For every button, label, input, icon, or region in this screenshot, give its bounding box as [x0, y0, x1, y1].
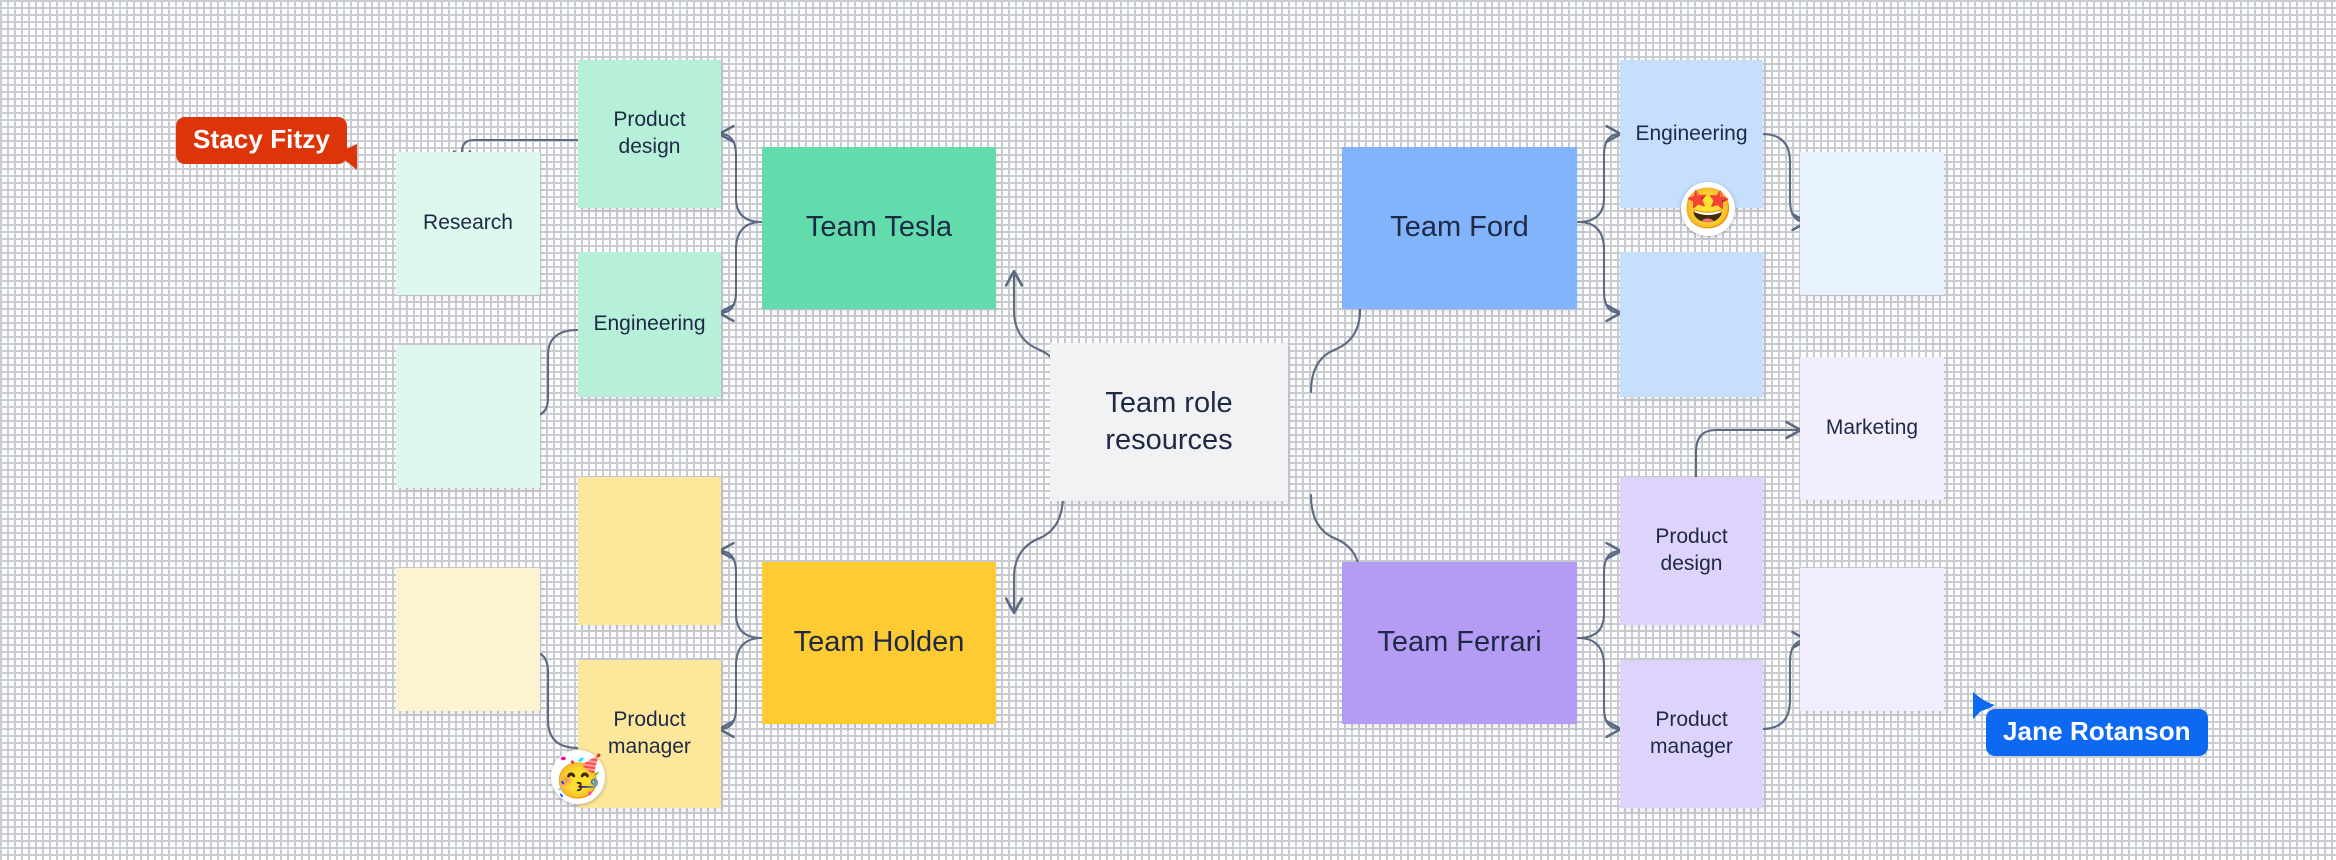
hub-card-team-role-resources[interactable]: Team role resources — [1050, 343, 1288, 501]
grid-line-vertical — [2217, 0, 2218, 860]
sticky-note-holden-blank-left[interactable] — [396, 568, 540, 711]
edge-holden-to-blanktop — [717, 541, 764, 640]
edge-ford-to-engineering — [1576, 124, 1623, 224]
edge-hub-to-holden — [1004, 493, 1065, 615]
partying-face-emoji[interactable]: 🥳 — [551, 750, 605, 804]
edge-tesla-to-design — [717, 124, 764, 224]
edge-tesla-to-engineering — [717, 220, 764, 323]
sticky-note-ford-engineering[interactable]: Engineering — [1620, 60, 1763, 208]
sticky-note-ferrari-product-design[interactable]: Product design — [1620, 477, 1763, 625]
grid-line-vertical — [1529, 0, 1530, 860]
edge-ferrari-to-manager — [1576, 636, 1623, 739]
cursor-pointer-icon — [332, 144, 357, 170]
sticky-note-research[interactable]: Research — [396, 152, 540, 295]
sticky-note-tesla-product-design[interactable]: Product design — [578, 60, 721, 208]
team-card-ford[interactable]: Team Ford — [1342, 147, 1577, 309]
cursor-jane-rotanson[interactable]: Jane Rotanson — [1973, 692, 2208, 756]
sticky-note-ferrari-product-manager[interactable]: Product manager — [1620, 660, 1763, 808]
edge-ford-to-blankmid — [1576, 220, 1623, 323]
cursor-label-jane-rotanson: Jane Rotanson — [1986, 709, 2208, 756]
cursor-pointer-icon — [1973, 692, 1995, 719]
sticky-note-ford-blank-mid[interactable] — [1620, 252, 1763, 397]
team-card-tesla[interactable]: Team Tesla — [762, 147, 996, 309]
cursor-label-stacy-fitzy: Stacy Fitzy — [176, 117, 347, 164]
sticky-note-marketing[interactable]: Marketing — [1800, 357, 1944, 500]
team-card-holden[interactable]: Team Holden — [762, 562, 996, 724]
grid-line-vertical — [841, 0, 842, 860]
sticky-note-holden-blank-top[interactable] — [578, 477, 721, 625]
edge-holden-to-manager — [717, 636, 764, 739]
sticky-note-tesla-engineering[interactable]: Engineering — [578, 252, 721, 397]
cursor-stacy-fitzy[interactable]: Stacy Fitzy — [176, 117, 357, 170]
edge-ferrari-to-design — [1576, 541, 1623, 640]
sticky-note-tesla-blank-left[interactable] — [396, 345, 540, 488]
team-card-ferrari[interactable]: Team Ferrari — [1342, 562, 1577, 724]
sticky-note-ford-blank-right[interactable] — [1800, 152, 1944, 295]
grid-line-vertical — [153, 0, 154, 860]
star-struck-emoji[interactable]: 🤩 — [1681, 182, 1735, 236]
sticky-note-ferrari-blank-right[interactable] — [1800, 568, 1944, 711]
grid-line-horizontal — [0, 84, 2336, 85]
